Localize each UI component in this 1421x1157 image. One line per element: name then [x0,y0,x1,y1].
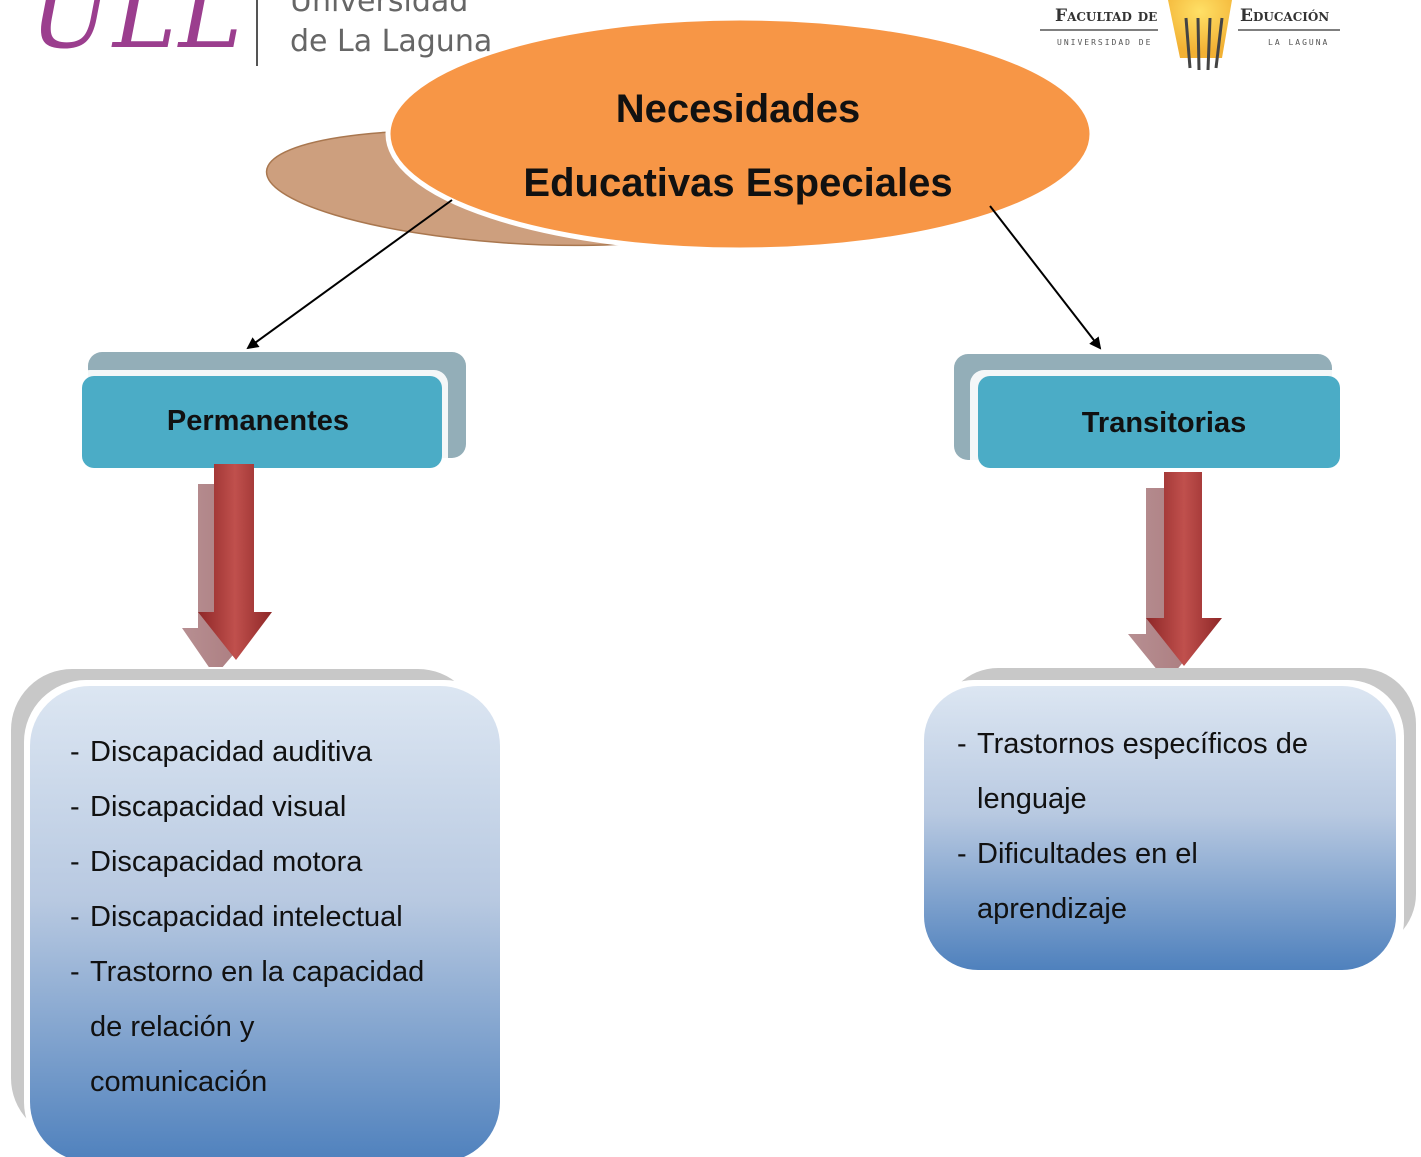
facultad-logo-right-text: Educación [1240,6,1330,26]
list-dash: - [70,901,80,933]
ull-logo-line1: Universidad [290,0,469,19]
list-dash: - [70,736,80,768]
category-box-permanentes [76,352,466,474]
category-box-transitorias [954,354,1348,474]
ull-logo: ULL [30,0,245,70]
down-arrow-transitorias-icon [1128,472,1222,682]
list-item-text: aprendizaje [977,893,1127,925]
list-item-continuation: aprendizaje [957,882,1308,937]
list-item: -Dificultades en el [957,827,1308,882]
list-item-text: Dificultades en el [977,838,1198,870]
down-arrow-permanentes-icon [182,464,272,676]
list-item-continuation: de relación y [70,1000,424,1055]
root-node-title-line1: Necesidades [615,87,861,131]
facultad-logo-sub-right: LA LAGUNA [1268,38,1330,47]
list-dash: - [70,956,80,988]
root-node-title-line2: Educativas Especiales [523,161,953,205]
list-item-text: Trastornos específicos de [977,728,1308,760]
root-node-title: Necesidades Educativas Especiales [386,72,1090,220]
list-item-text: de relación y [90,1011,255,1043]
list-item-continuation: lenguaje [957,772,1308,827]
list-item: -Discapacidad intelectual [70,890,424,945]
list-item-text: Discapacidad visual [90,791,347,823]
root-node-ellipse [385,15,1095,253]
list-item-text: Trastorno en la capacidad [90,956,425,988]
facultad-emblem-icon [1040,0,1340,71]
list-item: -Discapacidad visual [70,780,424,835]
ull-logo-divider [256,0,258,66]
list-item: -Discapacidad motora [70,835,424,890]
facultad-logo-sub-left: UNIVERSIDAD DE [1057,38,1153,47]
list-dash: - [70,791,80,823]
list-item-text: lenguaje [977,783,1087,815]
list-item-text: comunicación [90,1066,268,1098]
list-permanentes: -Discapacidad auditiva -Discapacidad vis… [70,725,424,1110]
list-item: -Trastorno en la capacidad [70,945,424,1000]
connector-permanentes [246,199,453,350]
list-box-transitorias [918,668,1416,976]
category-label-permanentes: Permanentes [166,405,350,437]
list-item: -Discapacidad auditiva [70,725,424,780]
list-dash: - [957,728,967,760]
ull-logo-line2: de La Laguna [290,24,493,59]
facultad-logo-left-text: Facultad de [1055,6,1158,26]
list-dash: - [70,846,80,878]
list-item-text: Discapacidad intelectual [90,901,403,933]
connector-transitorias [989,205,1102,350]
list-item-text: Discapacidad auditiva [90,736,373,768]
list-dash: - [957,838,967,870]
category-label-transitorias: Transitorias [1081,407,1247,439]
list-item: -Trastornos específicos de [957,717,1308,772]
root-node [265,15,1095,253]
list-transitorias: -Trastornos específicos de lenguaje -Dif… [957,717,1308,937]
list-item-continuation: comunicación [70,1055,424,1110]
list-item-text: Discapacidad motora [90,846,363,878]
list-box-permanentes [9,667,506,1157]
